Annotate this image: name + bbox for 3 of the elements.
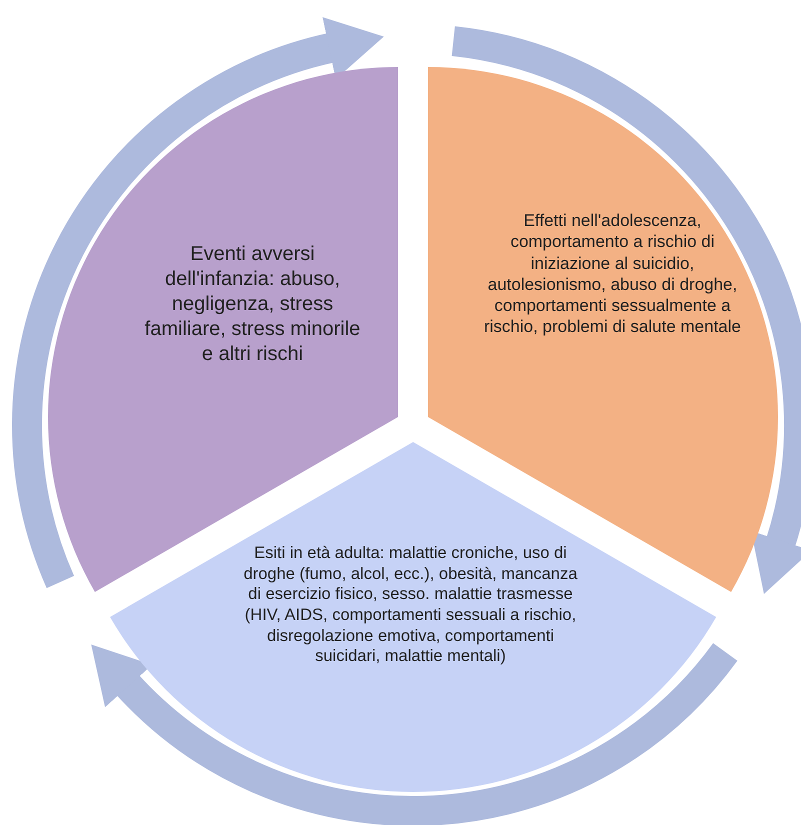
sector-text: Eventi avversi dell'infanzia: abuso, negligenza, stress familiare, stress minorile e altri rischi: [144, 242, 362, 367]
sector-text: Esiti in età adulta: malattie croniche, uso di droghe (fumo, alcol, ecc.), obesità, mancanza di esercizio fisico, sesso. malattie trasmesse (HIV, AIDS, comportamenti sessuali a rischio, disregolazione emotiva, comportamenti suicidari, malattie mentali): [242, 543, 578, 667]
sector-text: Effetti nell'adolescenza, comportamento a rischio di iniziazione al suicidio, autolesionismo, abuso di droghe, comportamenti sessualmente a rischio, problemi di salute mentale: [482, 210, 742, 338]
